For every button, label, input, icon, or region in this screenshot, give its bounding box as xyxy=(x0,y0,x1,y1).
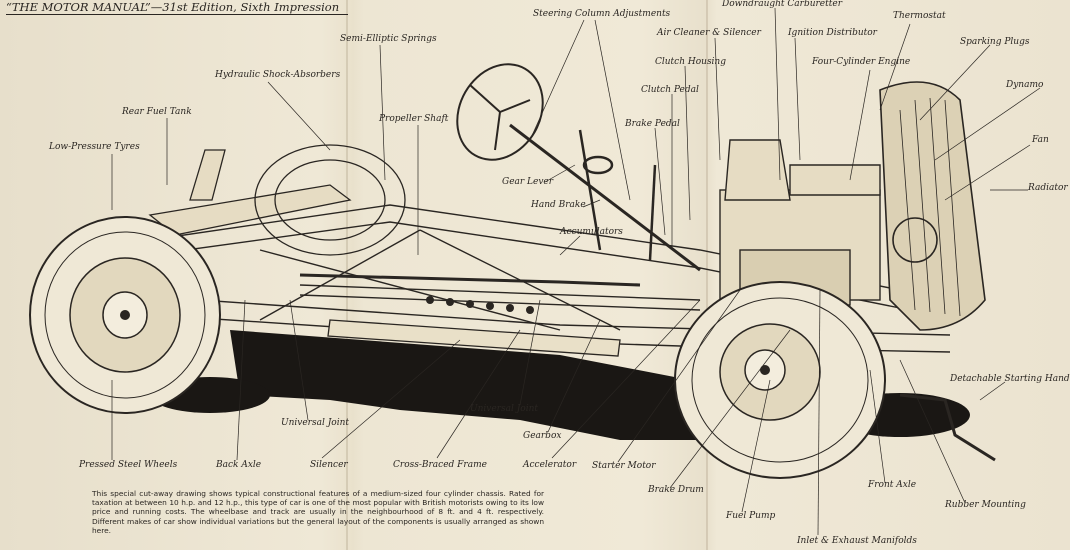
label-rear-fuel-tank: Rear Fuel Tank xyxy=(122,107,192,117)
engine xyxy=(719,139,881,306)
label-rubber-mounting: Rubber Mounting xyxy=(945,500,1026,510)
label-steering-column: Steering Column Adjustments xyxy=(533,9,671,19)
label-silencer: Silencer xyxy=(310,460,348,470)
label-semi-elliptic-springs: Semi-Elliptic Springs xyxy=(340,34,437,44)
header-rule xyxy=(6,14,348,15)
front-wheel xyxy=(674,281,886,479)
label-four-cylinder-engine: Four-Cylinder Engine xyxy=(812,57,911,67)
starting-handle xyxy=(899,393,996,462)
caption-text: This special cut-away drawing shows typi… xyxy=(92,489,544,535)
label-accelerator: Accelerator xyxy=(523,460,577,470)
rear-spring-hub xyxy=(254,144,406,256)
label-radiator: Radiator xyxy=(1028,183,1068,193)
steering-wheel xyxy=(456,63,701,272)
label-fan: Fan xyxy=(1032,135,1049,145)
label-downdraught-carburetter: Downdraught Carburetter xyxy=(722,0,842,9)
label-inlet-exhaust-manifolds: Inlet & Exhaust Manifolds xyxy=(797,536,917,546)
silencer-tube xyxy=(327,319,621,357)
label-universal-joint-mid: Universal Joint xyxy=(470,404,539,414)
label-ignition-distributor: Ignition Distributor xyxy=(788,28,877,38)
label-accumulators: Accumulators xyxy=(560,227,623,237)
label-hydraulic-shock-absorbers: Hydraulic Shock-Absorbers xyxy=(215,70,341,80)
label-fuel-pump: Fuel Pump xyxy=(726,511,776,521)
label-front-axle: Front Axle xyxy=(868,480,917,490)
radiator xyxy=(879,81,986,331)
propeller-shaft xyxy=(299,273,641,287)
label-thermostat: Thermostat xyxy=(893,11,946,21)
label-universal-joint-rear: Universal Joint xyxy=(281,418,350,428)
label-detachable-starting-handle: Detachable Starting Handle xyxy=(950,374,1070,384)
label-clutch-housing: Clutch Housing xyxy=(655,57,726,67)
label-pressed-steel-wheels: Pressed Steel Wheels xyxy=(79,460,178,470)
label-back-axle: Back Axle xyxy=(216,460,262,470)
label-gear-lever: Gear Lever xyxy=(502,177,554,187)
label-starter-motor: Starter Motor xyxy=(592,461,656,471)
label-clutch-pedal: Clutch Pedal xyxy=(641,85,699,95)
levers xyxy=(578,129,657,261)
fuel-tank xyxy=(148,149,352,236)
label-dynamo: Dynamo xyxy=(1006,80,1044,90)
label-brake-drum: Brake Drum xyxy=(648,485,704,495)
page-fold xyxy=(706,0,708,550)
label-brake-pedal: Brake Pedal xyxy=(625,119,680,129)
rear-wheel xyxy=(29,216,221,414)
page-header: “THE MOTOR MANUAL”—31st Edition, Sixth I… xyxy=(6,0,340,14)
label-gearbox: Gearbox xyxy=(523,431,562,441)
chassis-frame xyxy=(149,204,951,353)
label-low-pressure-tyres: Low-Pressure Tyres xyxy=(49,142,140,152)
label-propeller-shaft: Propeller Shaft xyxy=(379,114,449,124)
label-cross-braced-frame: Cross-Braced Frame xyxy=(393,460,487,470)
label-air-cleaner: Air Cleaner & Silencer xyxy=(657,28,761,38)
leader-lines xyxy=(111,7,1041,536)
label-sparking-plugs: Sparking Plugs xyxy=(960,37,1030,47)
label-hand-brake: Hand Brake xyxy=(531,200,586,210)
